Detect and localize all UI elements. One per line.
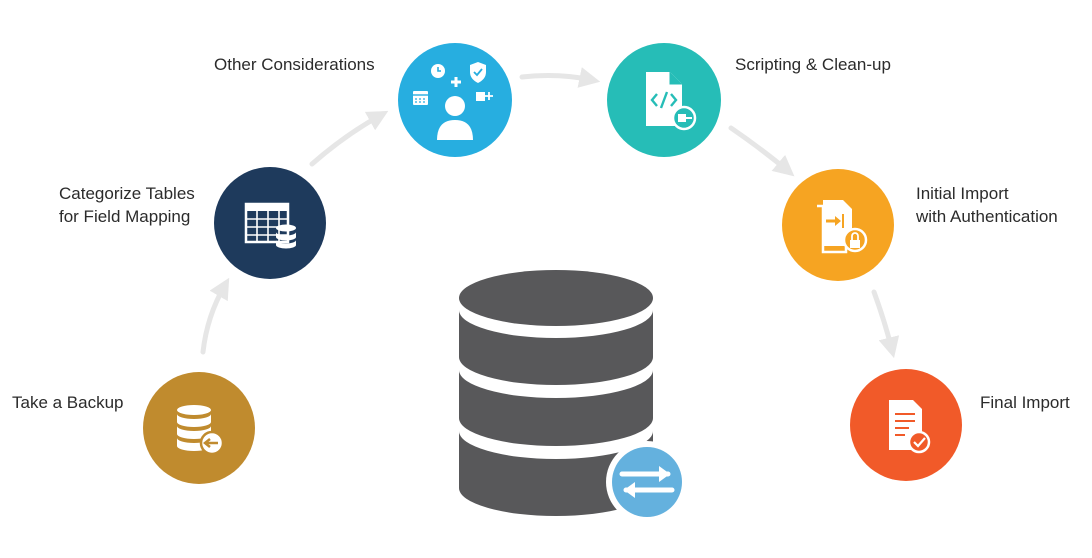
step-initial-label: Initial Import with Authentication — [916, 182, 1058, 228]
step-categorize-label: Categorize Tables for Field Mapping — [59, 182, 195, 228]
step-categorize-label-line-2: for Field Mapping — [59, 207, 191, 226]
step-scripting-label: Scripting & Clean-up — [735, 53, 891, 76]
sync-badge-icon — [606, 441, 688, 523]
central-database-icon — [459, 270, 653, 516]
arrow-other-to-scripting — [519, 67, 601, 88]
step-other-label: Other Considerations — [214, 53, 375, 76]
step-backup-circle — [143, 372, 255, 484]
step-scripting-circle — [607, 43, 721, 157]
step-initial-label-line-2: with Authentication — [916, 207, 1058, 226]
step-initial-label-line-1: Initial Import — [916, 184, 1009, 203]
arrow-initial-to-final — [871, 289, 900, 359]
step-initial-circle — [782, 169, 894, 281]
step-final-circle — [850, 369, 962, 481]
import-lock-icon — [817, 200, 868, 254]
arrow-scripting-to-initial — [728, 125, 795, 177]
step-other-label-line-1: Other Considerations — [214, 55, 375, 74]
user-considerations-icon — [413, 62, 493, 140]
step-categorize-circle — [214, 167, 326, 279]
step-backup-label: Take a Backup — [12, 391, 124, 414]
step-final-label: Final Import — [980, 391, 1070, 414]
database-arrow-icon — [177, 405, 225, 456]
step-categorize-label-line-1: Categorize Tables — [59, 184, 195, 203]
step-other-circle — [398, 43, 512, 157]
arrow-backup-to-categorize — [200, 277, 230, 355]
code-file-icon — [646, 72, 697, 131]
step-final-label-line-1: Final Import — [980, 393, 1070, 412]
flow-arrows — [200, 67, 900, 359]
arrow-categorize-to-other — [309, 110, 389, 167]
table-database-icon — [244, 202, 296, 249]
step-backup-bg — [143, 372, 255, 484]
step-scripting-label-line-1: Scripting & Clean-up — [735, 55, 891, 74]
document-check-icon — [889, 400, 931, 454]
step-categorize-bg — [214, 167, 326, 279]
step-backup-label-line-1: Take a Backup — [12, 393, 124, 412]
